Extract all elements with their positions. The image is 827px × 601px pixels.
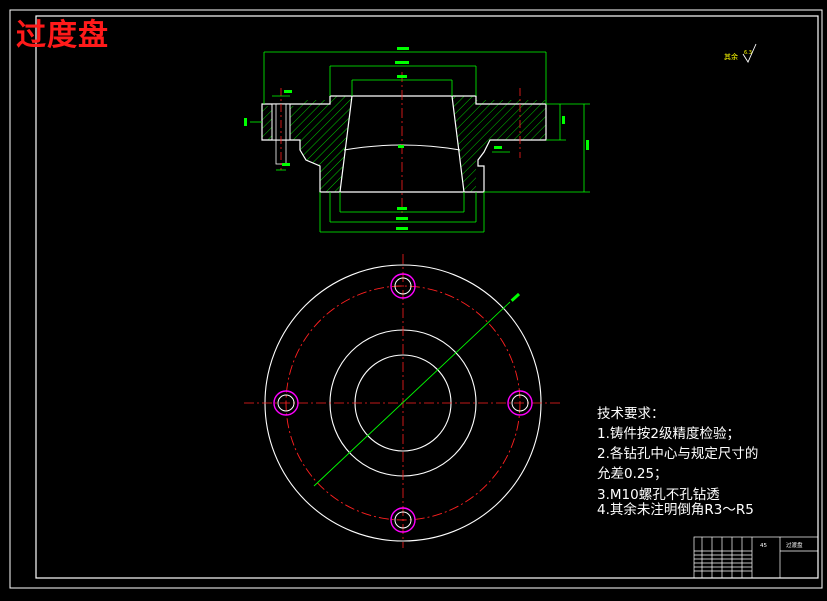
bore-left (339, 95, 353, 193)
bolt-hole (394, 511, 412, 529)
title-block-material: 45 (760, 543, 767, 549)
roughness-check-icon (742, 43, 757, 63)
inner-frame (35, 15, 819, 579)
title-block (693, 536, 819, 579)
dimension-lines (250, 51, 590, 233)
bolt-hole-ring (390, 273, 416, 299)
diameter-leader (313, 301, 511, 487)
dimension-marks (244, 47, 589, 230)
bolt-hole (277, 394, 295, 412)
technical-requirement-item: 1.铸件按2级精度检验； (597, 426, 740, 442)
bolt-hole-ring (390, 507, 416, 533)
section-hatch-right (452, 96, 546, 192)
technical-requirement-item: 2.各钻孔中心与规定尺寸的 (597, 446, 759, 462)
bolt-hole (394, 277, 412, 295)
bolt-hole-ring (507, 390, 533, 416)
title-block-part-name: 过渡盘 (786, 541, 803, 549)
technical-requirement-item: 4.其余未注明倒角R3～R5 (597, 502, 754, 518)
roughness-value: 6.3 (744, 50, 752, 56)
technical-requirement-item: 3.M10螺孔不孔钻透 (597, 487, 720, 503)
plan-view (244, 254, 562, 548)
roughness-symbol: 其余 6.3 (724, 43, 757, 63)
bolt-hole (511, 394, 529, 412)
bore-right (451, 95, 465, 193)
section-view (244, 47, 590, 233)
technical-requirements: 技术要求： 1.铸件按2级精度检验； 2.各钻孔中心与规定尺寸的 允差0.25；… (597, 404, 758, 518)
roughness-note: 其余 (724, 52, 738, 61)
diameter-label-mark (510, 292, 521, 302)
drawing-title: 过度盘 (16, 18, 109, 53)
bolt-holes (273, 273, 533, 533)
technical-requirement-item: 允差0.25； (597, 466, 668, 482)
bolt-hole-ring (273, 390, 299, 416)
outer-frame (9, 9, 823, 589)
technical-requirements-heading: 技术要求： (597, 406, 665, 422)
section-outline (261, 95, 547, 193)
